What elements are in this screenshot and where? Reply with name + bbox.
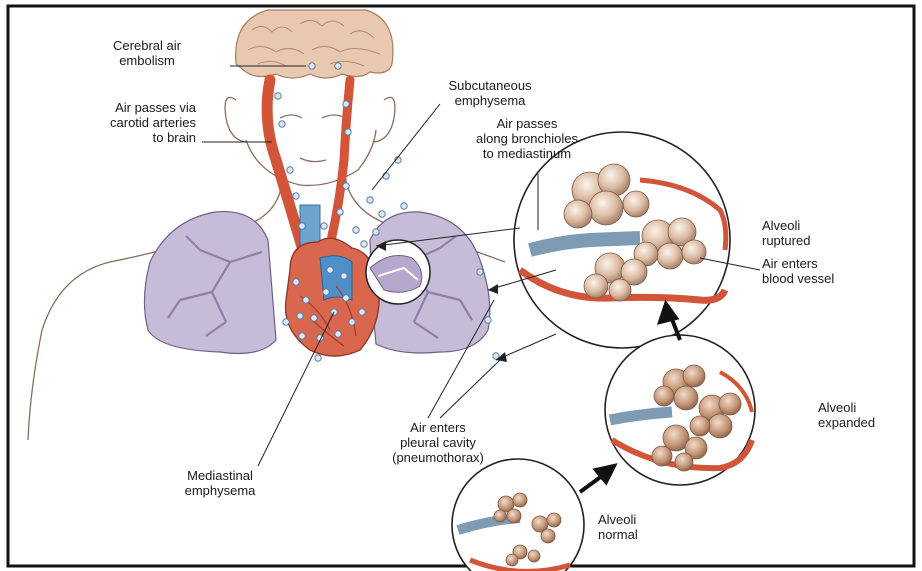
label-subcutaneous-emphysema: Subcutaneous emphysema [430,78,550,108]
label-cerebral-air-embolism: Cerebral air embolism [72,38,222,68]
air-bubble [303,297,309,303]
alveolus [652,446,672,466]
air-bubble [349,319,355,325]
label-carotid-arteries: Air passes via carotid arteries to brain [36,100,196,145]
alveolus [589,191,623,225]
alveolus [690,416,710,436]
alveolus [657,243,683,269]
alveolus [494,510,506,522]
label-alveoli-expanded: Alveoli expanded [818,400,918,430]
air-bubble [373,229,379,235]
air-bubble [383,173,389,179]
air-bubble [353,227,359,233]
alveoli-normal-view [452,459,584,571]
air-bubble [343,183,349,189]
alveolus [674,386,698,410]
alveolus [719,393,741,415]
label-air-enters-blood-vessel: Air enters blood vessel [762,256,892,286]
air-bubble [401,203,407,209]
air-bubble [335,63,341,69]
air-bubble [379,211,385,217]
air-bubble [367,197,373,203]
alveolus [708,414,732,438]
air-bubble [327,267,333,273]
alveolus [528,550,540,562]
air-bubble [315,355,321,361]
air-bubble [283,319,289,325]
label-alveoli-ruptured: Alveoli ruptured [762,218,882,248]
air-bubble [287,167,293,173]
air-bubble [361,241,367,247]
air-bubble [485,317,491,323]
air-bubble [477,269,483,275]
air-bubble [311,315,317,321]
air-bubble [299,223,305,229]
air-bubble [323,289,329,295]
alveolus [547,513,561,527]
alveolus [682,240,706,264]
alveolus [623,191,649,217]
air-bubble [345,129,351,135]
air-bubble [335,331,341,337]
label-alveoli-normal: Alveoli normal [598,512,698,542]
air-bubble [341,273,347,279]
left-lung [144,212,276,354]
alveolus [507,509,521,523]
label-mediastinal-emphysema: Mediastinal emphysema [150,468,290,498]
alveoli-ruptured-view [514,132,730,348]
air-bubble [275,93,281,99]
alveolus [683,365,705,387]
alveolus [513,493,527,507]
air-bubble [297,313,303,319]
air-bubble [343,101,349,107]
air-bubble [343,295,349,301]
alveolus [541,529,555,543]
air-bubble [309,63,315,69]
alveolus [564,200,592,228]
alveolus [654,386,674,406]
air-bubble [337,209,343,215]
alveolus [506,554,518,566]
air-bubble [279,121,285,127]
air-bubble [293,193,299,199]
label-pleural-cavity: Air enters pleural cavity (pneumothorax) [358,420,518,465]
air-bubble [299,333,305,339]
air-bubble [321,223,327,229]
alveolus [675,453,693,471]
air-bubble [359,309,365,315]
alveolus [609,279,631,301]
label-bronchioles-to-mediastinum: Air passes along bronchioles to mediasti… [462,116,592,161]
alveolus [584,274,608,298]
air-bubble [293,279,299,285]
alveoli-expanded-view [605,335,755,485]
lung-inset [366,240,430,304]
